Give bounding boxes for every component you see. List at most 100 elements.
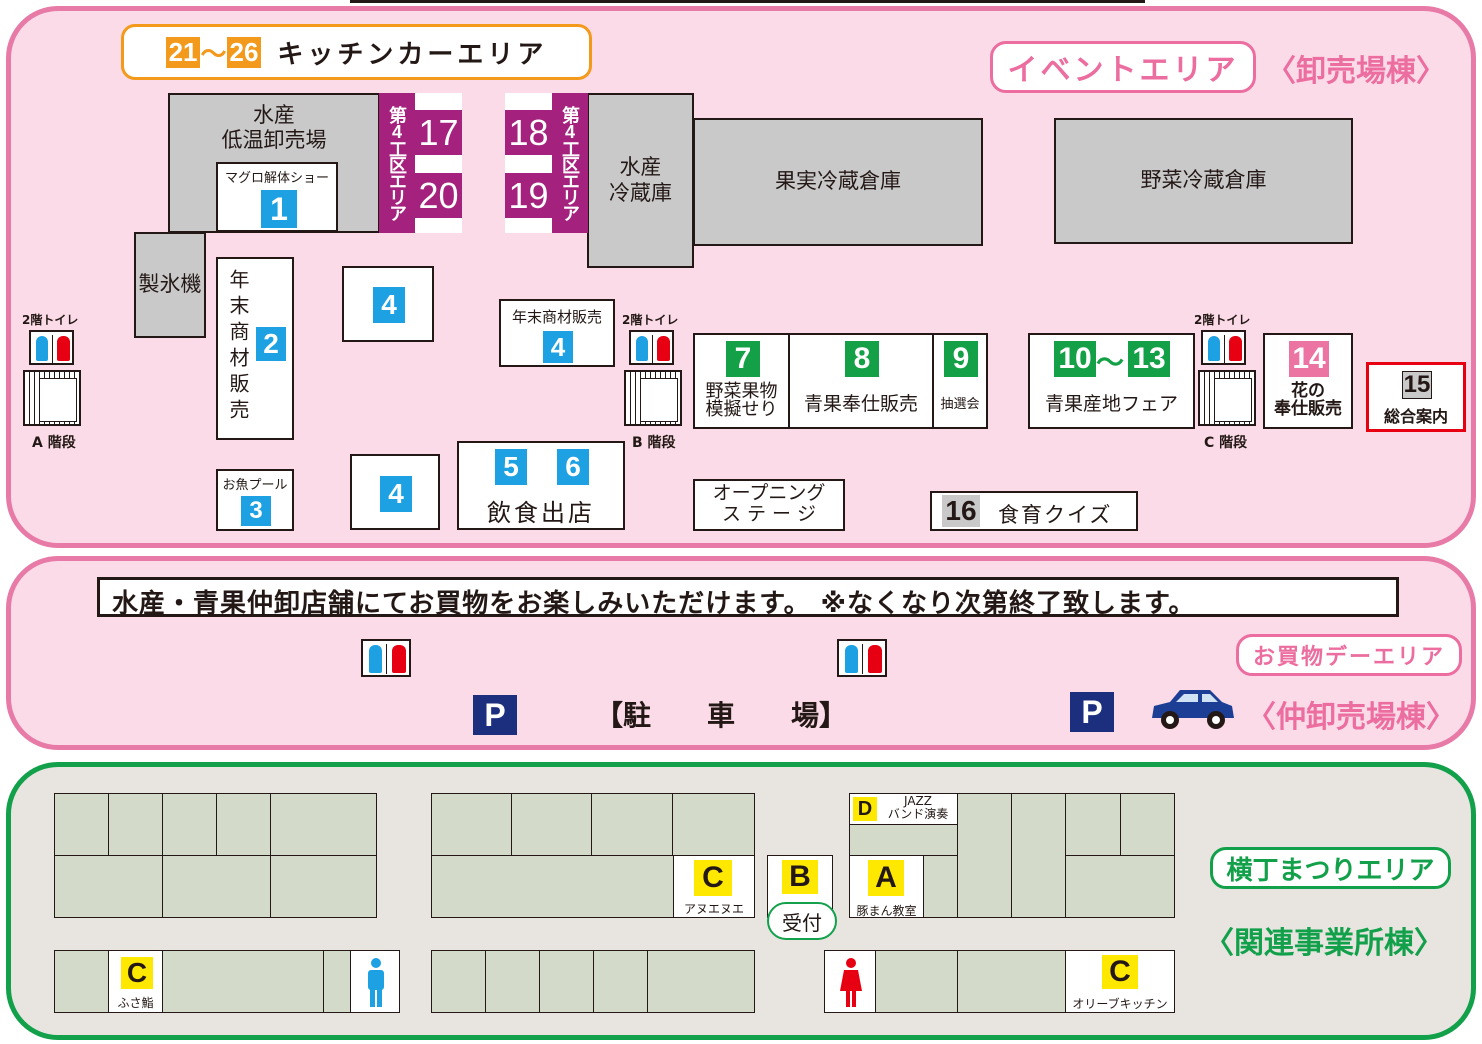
mens-toilet [350, 950, 400, 1013]
kajitsu-building: 果実冷蔵倉庫 [693, 118, 983, 246]
booth-8[interactable]: 8 青果奉仕販売 [788, 333, 934, 429]
booth-10-13[interactable]: 10 〜 13 青果産地フェア [1028, 333, 1195, 429]
booth-5-6[interactable]: 5 6 飲食出店 [457, 441, 625, 530]
event-area-label: イベントエリア [990, 41, 1256, 93]
booth-7-label: 野菜果物 模擬せり [705, 381, 778, 420]
woman-icon [840, 958, 862, 1007]
booth-14-number: 14 [1289, 341, 1329, 377]
booth-d-label: JAZZ バンド演奏 [887, 794, 949, 821]
shopping-area-label: お買物デーエリア [1236, 634, 1462, 676]
booth-5-6-label: 飲食出店 [487, 499, 595, 527]
intermediate-building-label: 〈仲卸売場棟〉 [1246, 700, 1456, 735]
booth-3-label: お魚プール [222, 478, 288, 493]
toilet-icon [1201, 330, 1246, 365]
area4-column-left: 第4工区エリア [379, 93, 415, 233]
booth-a-butaman[interactable]: A 豚まん教室 [849, 855, 924, 918]
shop-cell [270, 855, 377, 918]
kitchen-car-tilde: 〜 [200, 39, 227, 70]
booth-c-fusazushi-label: ふさ鮨 [117, 996, 154, 1010]
parking-label: 【駐 車 場】 [595, 699, 848, 732]
booth-3-number: 3 [241, 496, 271, 526]
booth-4c-number: 4 [380, 476, 412, 512]
booth-3[interactable]: お魚プール 3 [216, 469, 294, 531]
suisan-reizou-building: 水産 冷蔵庫 [587, 93, 694, 268]
booth-4b-label: 年末商材販売 [511, 308, 602, 326]
seihyo-building: 製氷機 [134, 232, 206, 338]
booth-15[interactable]: 15 総合案内 [1366, 362, 1466, 432]
booth-8-label: 青果奉仕販売 [803, 393, 918, 415]
kitchen-car-num-to: 26 [226, 36, 262, 68]
shop-cell [162, 950, 324, 1013]
reception-label: 受付 [767, 902, 837, 940]
booth-a-letter: A [868, 860, 904, 896]
booth-c-fusazushi-letter: C [121, 957, 153, 989]
shopping-banner-text: 水産・青果仲卸店舗にてお買物をお楽しみいただけます。 ※なくなり次第終了致します… [112, 589, 1196, 619]
toilet-icon [361, 639, 411, 677]
booth-17[interactable]: 17 [415, 110, 462, 155]
booth-d-letter: D [853, 797, 877, 821]
booth-19[interactable]: 19 [505, 173, 552, 218]
toilet-label-b: 2階トイレ [622, 313, 679, 327]
booth-2-number: 2 [256, 327, 286, 361]
wholesale-building-label: 〈卸売場棟〉 [1266, 54, 1446, 89]
booth-d-jazz[interactable]: D JAZZ バンド演奏 [849, 793, 958, 825]
shop-cell [270, 793, 377, 856]
booth-2[interactable]: 年末商材販売 2 [216, 257, 294, 440]
toilet-label-c: 2階トイレ [1194, 313, 1251, 327]
shopping-banner: 水産・青果仲卸店舗にてお買物をお楽しみいただけます。 ※なくなり次第終了致します… [97, 577, 1399, 619]
booth-7-number: 7 [726, 341, 760, 377]
stairs-icon [1198, 370, 1256, 426]
booth-9-number: 9 [944, 341, 978, 377]
booth-4b[interactable]: 年末商材販売 4 [499, 299, 615, 367]
shop-cell [875, 950, 958, 1013]
booth-4a[interactable]: 4 [342, 266, 434, 342]
man-icon [368, 958, 384, 1007]
toilet-label-a: 2階トイレ [22, 313, 79, 327]
area4-column-right: 第4工区エリア [552, 93, 588, 233]
shop-cell [431, 793, 512, 856]
shop-cell [539, 950, 594, 1013]
shop-cell [1120, 793, 1175, 856]
toilet-icon [629, 330, 674, 365]
booth-4c[interactable]: 4 [350, 454, 440, 530]
booth-c-anuenue[interactable]: C アヌエヌエ [673, 855, 755, 918]
booth-10-13-tilde: 〜 [1096, 346, 1125, 379]
shop-cell [108, 793, 163, 856]
booth-c-olive-label: オリーブキッチン [1072, 997, 1168, 1011]
booth-14[interactable]: 14 花の 奉仕販売 [1263, 333, 1353, 429]
opening-stage[interactable]: オープニング ス テ ー ジ [693, 479, 845, 531]
booth-9-label: 抽選会 [940, 397, 980, 412]
shop-cell [591, 793, 673, 856]
booth-c-anuenue-label: アヌエヌエ [683, 902, 744, 916]
booth-c-olive[interactable]: C オリーブキッチン [1065, 950, 1175, 1013]
booth-9[interactable]: 9 抽選会 [932, 333, 988, 429]
shop-cell [216, 793, 271, 856]
booth-7[interactable]: 7 野菜果物 模擬せり [693, 333, 790, 429]
booth-16-number: 16 [942, 495, 980, 527]
womens-toilet [824, 950, 876, 1013]
shop-cell [54, 950, 109, 1013]
booth-8-number: 8 [845, 341, 879, 377]
booth-4a-number: 4 [373, 287, 405, 323]
top-rule [350, 0, 1145, 3]
booth-15-number: 15 [1402, 371, 1432, 399]
booth-6-number: 6 [557, 449, 589, 485]
booth-18[interactable]: 18 [505, 110, 552, 155]
related-building-label: 〈関連事業所棟〉 [1204, 926, 1444, 961]
toilet-icon [29, 330, 74, 365]
booth-10-number: 10 [1054, 341, 1096, 377]
shop-cell [511, 793, 592, 856]
parking-icon: P [1070, 692, 1114, 732]
booth-c-fusazushi[interactable]: C ふさ鮨 [108, 950, 163, 1013]
booth-16[interactable]: 16 食育クイズ [930, 491, 1138, 531]
booth-c-anuenue-letter: C [694, 860, 732, 896]
shop-cell [162, 855, 271, 918]
booth-10-13-label: 青果産地フェア [1044, 393, 1178, 415]
shop-cell [431, 950, 486, 1013]
booth-20[interactable]: 20 [415, 173, 462, 218]
shop-cell [54, 793, 109, 856]
opening-stage-label: オープニング ス テ ー ジ [712, 482, 826, 525]
booth-1[interactable]: マグロ解体ショー 1 [216, 162, 338, 232]
toilet-icon [837, 639, 887, 677]
booth-5-number: 5 [495, 449, 527, 485]
